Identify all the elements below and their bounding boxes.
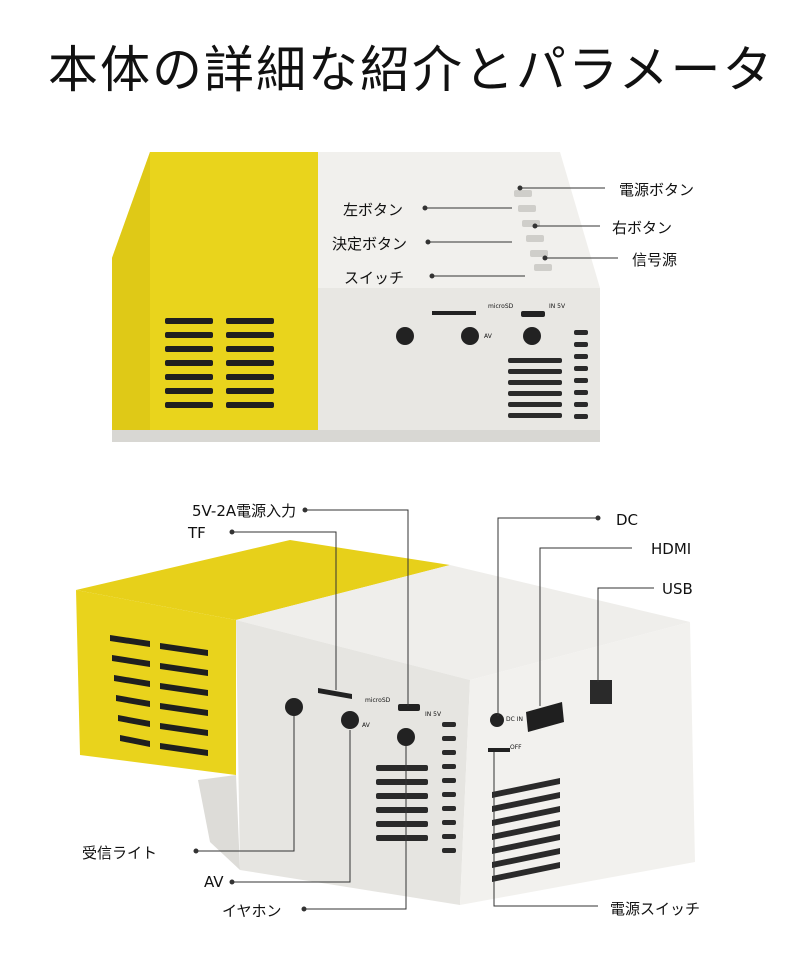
label-power-button: 電源ボタン <box>619 181 695 199</box>
label-ok-button: 決定ボタン <box>332 235 408 253</box>
front-ports <box>396 311 545 345</box>
mark-microsd-2: microSD <box>365 697 391 704</box>
back-ports <box>488 680 612 752</box>
mark-dcin: DC IN <box>506 716 523 723</box>
mark-av: AV <box>484 333 492 340</box>
label-usb: USB <box>662 580 693 598</box>
label-hdmi: HDMI <box>651 540 692 558</box>
label-left-button: 左ボタン <box>343 201 404 219</box>
back-vents <box>492 778 560 882</box>
yellow-vents <box>165 318 274 408</box>
mark-av-2: AV <box>362 722 370 729</box>
control-buttons <box>514 190 552 271</box>
yellow-shell-top <box>76 540 450 620</box>
yellow-shell-front <box>112 152 318 440</box>
mark-microsd: microSD <box>488 303 514 310</box>
white-vents <box>508 330 588 419</box>
hdmi-port <box>526 702 564 732</box>
mark-off: OFF <box>510 744 522 751</box>
white-shell-top <box>236 565 690 680</box>
label-switch: スイッチ <box>344 269 405 287</box>
label-receiver: 受信ライト <box>82 844 158 862</box>
usb-port <box>590 680 612 704</box>
label-tf: TF <box>188 524 206 542</box>
label-power-switch: 電源スイッチ <box>610 900 701 918</box>
label-power-input: 5V-2A電源入力 <box>192 502 297 520</box>
label-right-button: 右ボタン <box>612 219 673 237</box>
yellow-shell-side <box>76 590 236 775</box>
side-white-vents <box>376 722 456 853</box>
mark-in5v: IN 5V <box>549 303 566 310</box>
white-shell-top <box>318 152 600 288</box>
label-av: AV <box>204 873 224 891</box>
label-dc: DC <box>616 511 639 529</box>
bottom-callouts <box>193 507 654 912</box>
label-signal-source: 信号源 <box>632 251 678 269</box>
page-title: 本体の詳細な紹介とパラメータ <box>48 41 775 99</box>
mark-in5v-2: IN 5V <box>425 711 442 718</box>
side-ports <box>285 688 420 746</box>
label-earphone: イヤホン <box>222 902 282 920</box>
side-yellow-vents <box>110 635 208 756</box>
top-callouts <box>422 185 618 279</box>
